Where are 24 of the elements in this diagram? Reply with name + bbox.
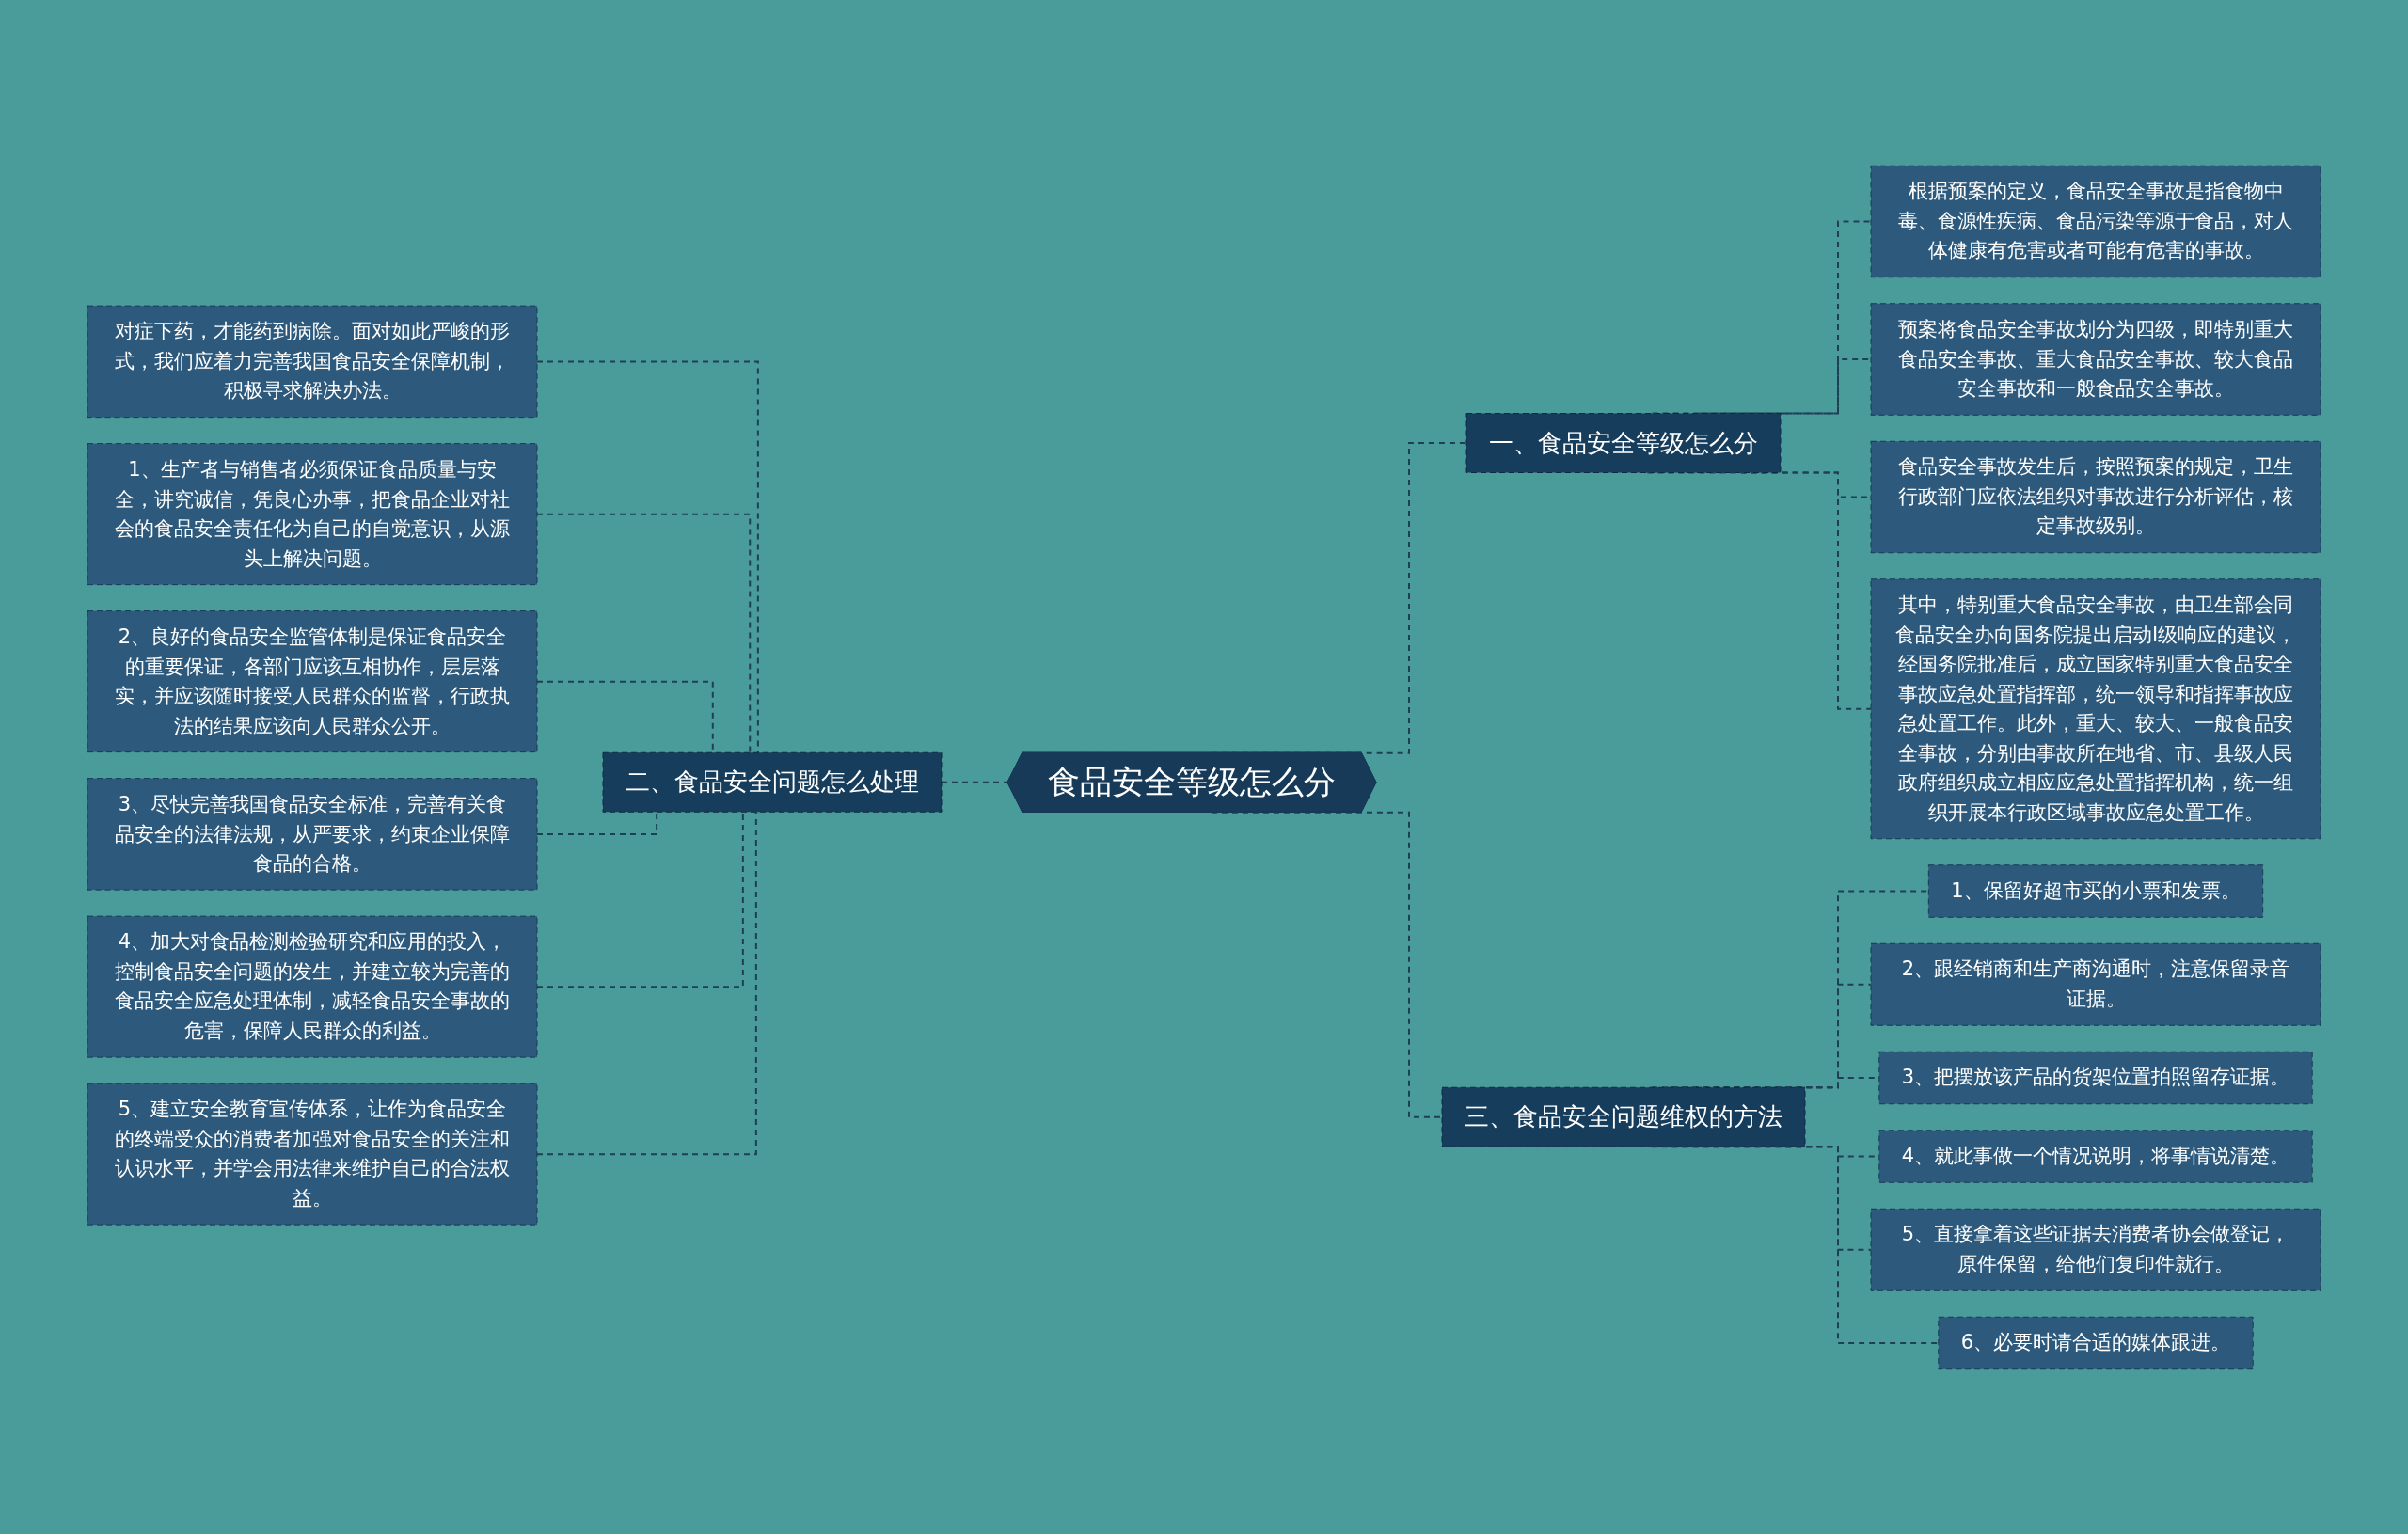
connector bbox=[536, 359, 759, 753]
node-box: 三、食品安全问题维权的方法 bbox=[1441, 1086, 1806, 1147]
node-box: 根据预案的定义，食品安全事故是指食物中毒、食源性疾病、食品污染等源于食品，对人体健康有危害或者可能有危害的事故。 bbox=[1870, 165, 2321, 277]
node-box: 2、跟经销商和生产商沟通时，注意保留录音证据。 bbox=[1870, 942, 2321, 1026]
connector bbox=[536, 810, 757, 1155]
node-box: 4、加大对食品检测检验研究和应用的投入，控制食品安全问题的发生，并建立较为完善的食品安全应急处理体制，减轻食品安全事故的危害，保障人民群众的利益。 bbox=[87, 915, 538, 1058]
node-box: 6、必要时请合适的媒体跟进。 bbox=[1938, 1316, 2254, 1369]
node-box: 二、食品安全问题怎么处理 bbox=[602, 751, 943, 813]
connector bbox=[1210, 811, 1443, 1118]
node-box: 4、就此事做一个情况说明，将事情说清楚。 bbox=[1878, 1129, 2313, 1183]
node-box: 3、尽快完善我国食品安全标准，完善有关食品安全的法律法规，从严要求，约束企业保障食品的合格。 bbox=[87, 777, 538, 891]
node-box: 5、建立安全教育宣传体系，让作为食品安全的终端受众的消费者加强对食品安全的关注和认识水平，并学会用法律来维护自己的合法权益。 bbox=[87, 1083, 538, 1226]
connector bbox=[536, 513, 752, 753]
node-box: 食品安全事故发生后，按照预案的规定，卫生行政部门应依法组织对事故进行分析评估，核定事故级别。 bbox=[1870, 440, 2321, 553]
node-box: 1、保留好超市买的小票和发票。 bbox=[1927, 863, 2264, 918]
node-box: 对症下药，才能药到病除。面对如此严峻的形式，我们应着力完善我国食品安全保障机制，积极寻求解决办法。 bbox=[87, 305, 538, 418]
node-box: 2、良好的食品安全监管体制是保证食品安全的重要保证，各部门应该互相协作，层层落实，并应该随时接受人民群众的监督，行政执法的结果应该向人民群众公开。 bbox=[87, 609, 538, 752]
node-box: 1、生产者与销售者必须保证食品质量与安全，讲究诚信，凭良心办事，把食品企业对社会的食品安全责任化为自己的自觉意识，从源头上解决问题。 bbox=[87, 442, 538, 585]
node-box: 预案将食品安全事故划分为四级，即特别重大食品安全事故、重大食品安全事故、较大食品安全事故和一般食品安全事故。 bbox=[1870, 302, 2321, 416]
node-box: 5、直接拿着这些证据去消费者协会做登记，原件保留，给他们复印件就行。 bbox=[1870, 1208, 2321, 1291]
node-box: 其中，特别重大食品安全事故，由卫生部会同食品安全办向国务院提出启动I级响应的建议，经国务院批准后，成立国家特别重大食品安全事故应急处置指挥部，统一领导和指挥事故应急处置工作。此外，重大、较大、一般食品安全事故，分别由事故所在地省、市、县级人民政府组织成立相应应急处置指挥机构，统一组织开展本行政区域事故应急处置工作。 bbox=[1870, 577, 2321, 839]
node-box: 3、把摆放该产品的货架位置拍照留存证据。 bbox=[1878, 1051, 2313, 1104]
node-box: 一、食品安全等级怎么分 bbox=[1465, 412, 1782, 473]
connector bbox=[941, 781, 1009, 783]
